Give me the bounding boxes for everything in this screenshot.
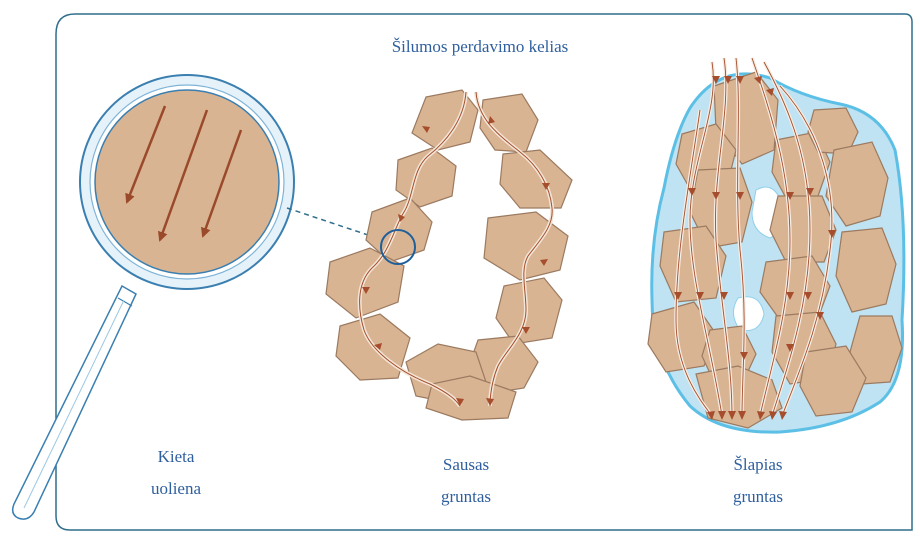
label-dry-soil: Sausas gruntas <box>441 455 491 506</box>
svg-text:uoliena: uoliena <box>151 479 201 498</box>
label-wet-soil: Šlapias gruntas <box>733 455 783 506</box>
label-solid-rock: Kieta uoliena <box>151 447 201 498</box>
magnifier-icon <box>13 75 294 519</box>
svg-text:Kieta: Kieta <box>158 447 195 466</box>
svg-text:Šlapias: Šlapias <box>733 455 782 474</box>
svg-text:Sausas: Sausas <box>443 455 489 474</box>
svg-text:gruntas: gruntas <box>441 487 491 506</box>
diagram-title: Šilumos perdavimo kelias <box>392 37 569 56</box>
svg-text:gruntas: gruntas <box>733 487 783 506</box>
dry-soil-grains <box>326 90 572 420</box>
